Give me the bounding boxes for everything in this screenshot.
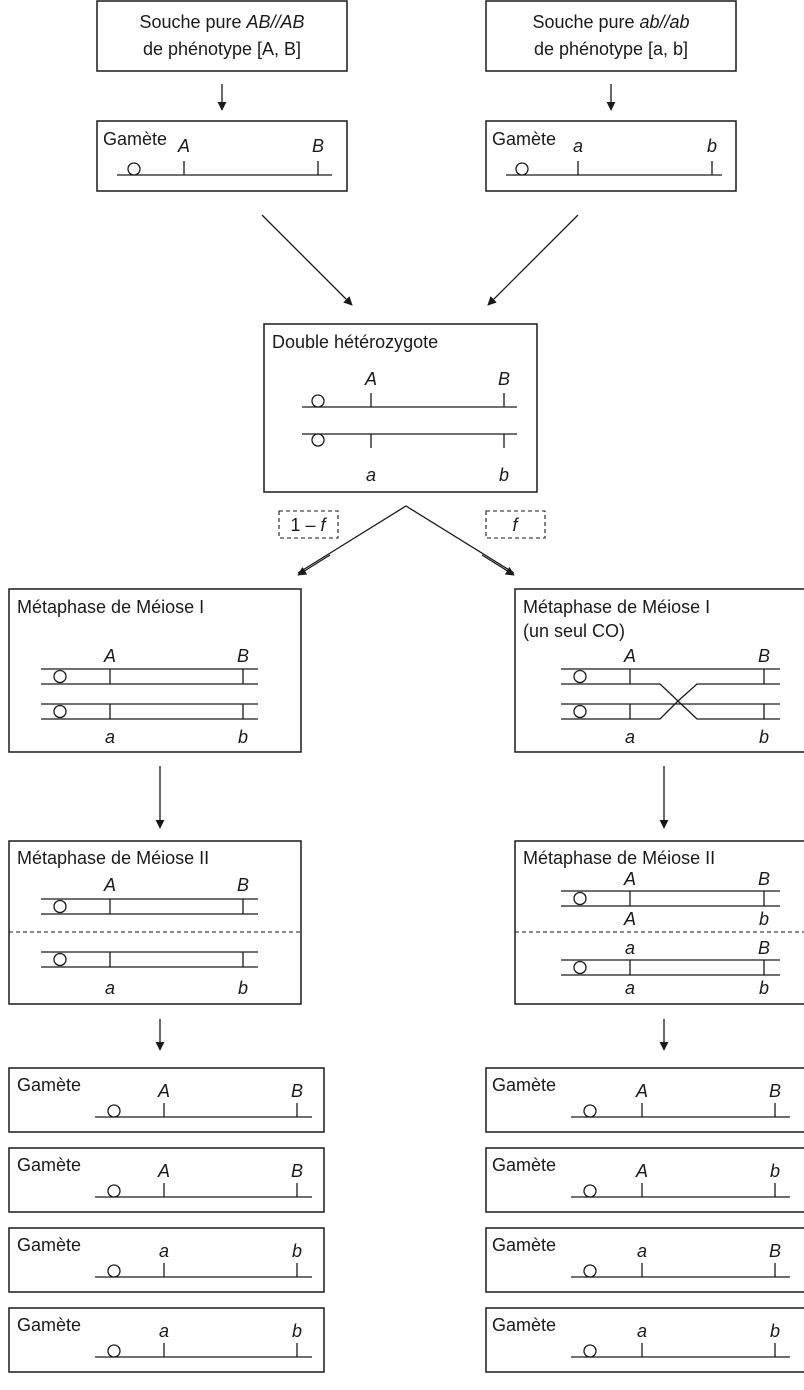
svg-text:a: a	[637, 1241, 647, 1261]
svg-text:a: a	[366, 465, 376, 485]
svg-text:A: A	[623, 646, 636, 666]
gamete-right-1: Gamète A B	[485, 1067, 804, 1133]
svg-text:a: a	[159, 1321, 169, 1341]
meiosis1-right-title: Métaphase de Méiose I	[523, 597, 710, 617]
probability-no-crossover: 1 – f	[278, 510, 339, 539]
gamete-label: Gamète	[492, 129, 556, 149]
svg-text:Gamète: Gamète	[17, 1235, 81, 1255]
svg-text:B: B	[758, 869, 770, 889]
svg-text:B: B	[769, 1241, 781, 1261]
gamete-right-2: Gamète A b	[485, 1147, 804, 1213]
arrow-gamete-right-to-hybrid	[487, 214, 579, 306]
double-heterozygote: Double hétérozygote A B a b	[263, 323, 538, 493]
svg-text:A: A	[635, 1081, 648, 1101]
svg-text:a: a	[637, 1321, 647, 1341]
svg-text:b: b	[238, 727, 248, 747]
svg-text:Gamète: Gamète	[17, 1075, 81, 1095]
svg-text:a: a	[625, 727, 635, 747]
strain-right-line1: Souche pure ab//ab	[532, 12, 689, 32]
svg-text:1 – f: 1 – f	[290, 515, 327, 535]
locus-label: b	[707, 136, 717, 156]
svg-text:a: a	[159, 1241, 169, 1261]
svg-text:b: b	[238, 978, 248, 998]
svg-text:b: b	[759, 909, 769, 929]
svg-text:A: A	[103, 875, 116, 895]
gamete-left-1: Gamète A B	[8, 1067, 325, 1133]
meiosis1-right-subtitle: (un seul CO)	[523, 621, 625, 641]
svg-text:b: b	[499, 465, 509, 485]
gamete-right-4: Gamète a b	[485, 1307, 804, 1373]
svg-text:b: b	[292, 1241, 302, 1261]
strain-left-line1: Souche pure AB//AB	[139, 12, 304, 32]
arrow-branch-right	[481, 554, 515, 576]
svg-text:A: A	[623, 909, 636, 929]
svg-text:A: A	[364, 369, 377, 389]
pure-strain-right: Souche pure ab//ab de phénotype [a, b]	[485, 0, 737, 72]
svg-text:B: B	[758, 646, 770, 666]
svg-text:b: b	[759, 978, 769, 998]
meiosis2-left-title: Métaphase de Méiose II	[17, 848, 209, 868]
svg-text:B: B	[498, 369, 510, 389]
svg-text:Gamète: Gamète	[17, 1155, 81, 1175]
hybrid-title: Double hétérozygote	[272, 332, 438, 352]
gamete-left-3: Gamète a b	[8, 1227, 325, 1293]
svg-text:b: b	[770, 1161, 780, 1181]
svg-text:Gamète: Gamète	[492, 1235, 556, 1255]
svg-text:Gamète: Gamète	[492, 1315, 556, 1335]
svg-text:a: a	[625, 938, 635, 958]
centromere	[515, 162, 529, 176]
svg-text:A: A	[157, 1161, 170, 1181]
meiosis1-left-title: Métaphase de Méiose I	[17, 597, 204, 617]
svg-text:B: B	[758, 938, 770, 958]
svg-text:a: a	[625, 978, 635, 998]
centromere	[127, 162, 141, 176]
locus-label: a	[573, 136, 583, 156]
meiosis1-no-crossover: Métaphase de Méiose I A B a b	[8, 588, 302, 753]
svg-text:B: B	[291, 1081, 303, 1101]
arrow-branch-left	[297, 554, 331, 576]
gamete-label: Gamète	[103, 129, 167, 149]
svg-text:f: f	[512, 515, 519, 535]
svg-text:A: A	[635, 1161, 648, 1181]
pure-strain-left: Souche pure AB//AB de phénotype [A, B]	[96, 0, 348, 72]
gamete-right-3: Gamète a B	[485, 1227, 804, 1293]
arrow-gamete-left-to-hybrid	[261, 214, 353, 306]
svg-text:B: B	[291, 1161, 303, 1181]
svg-text:b: b	[292, 1321, 302, 1341]
gamete-left-4: Gamète a b	[8, 1307, 325, 1373]
svg-text:b: b	[770, 1321, 780, 1341]
svg-text:A: A	[623, 869, 636, 889]
svg-text:Gamète: Gamète	[492, 1075, 556, 1095]
probability-crossover: f	[485, 510, 546, 539]
parent-gamete-left: Gamète A B	[96, 120, 348, 192]
strain-left-line2: de phénotype [A, B]	[143, 39, 301, 59]
svg-text:Gamète: Gamète	[17, 1315, 81, 1335]
svg-text:B: B	[237, 875, 249, 895]
locus-label: A	[177, 136, 190, 156]
svg-text:b: b	[759, 727, 769, 747]
svg-text:A: A	[157, 1081, 170, 1101]
locus-label: B	[312, 136, 324, 156]
strain-right-line2: de phénotype [a, b]	[534, 39, 688, 59]
svg-text:a: a	[105, 978, 115, 998]
meiosis2-no-crossover: Métaphase de Méiose II A B a b	[8, 840, 302, 1005]
svg-text:A: A	[103, 646, 116, 666]
svg-text:a: a	[105, 727, 115, 747]
parent-gamete-right: Gamète a b	[485, 120, 737, 192]
gamete-left-2: Gamète A B	[8, 1147, 325, 1213]
branch-lines	[297, 505, 515, 574]
meiosis2-crossover: Métaphase de Méiose II A B A b a B a b	[514, 840, 804, 1005]
svg-text:Gamète: Gamète	[492, 1155, 556, 1175]
svg-text:B: B	[237, 646, 249, 666]
meiosis1-crossover: Métaphase de Méiose I (un seul CO) A B a…	[514, 588, 804, 753]
svg-text:B: B	[769, 1081, 781, 1101]
meiosis2-right-title: Métaphase de Méiose II	[523, 848, 715, 868]
